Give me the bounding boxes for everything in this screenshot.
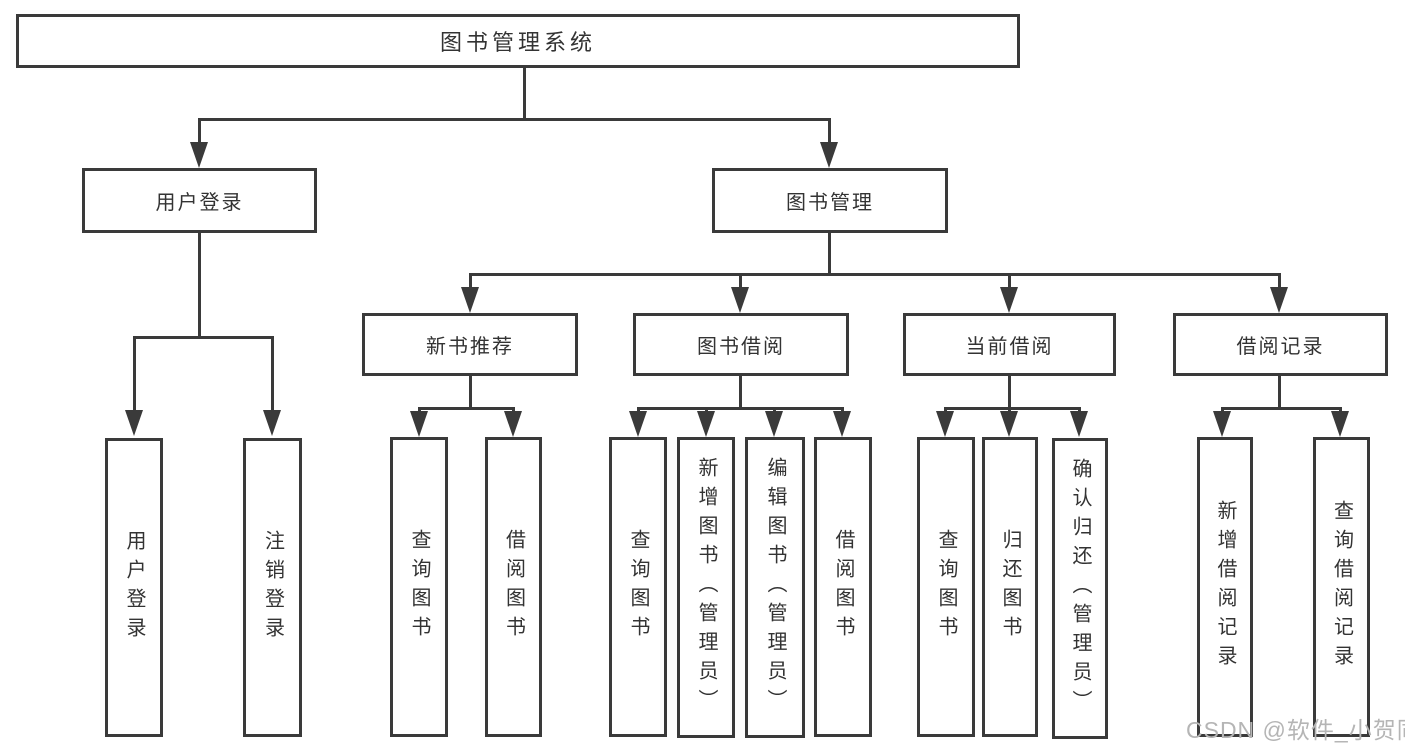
node-rec-query-books: 查询图书 xyxy=(390,437,448,737)
connector-line xyxy=(944,407,1081,410)
csdn-watermark: CSDN @软件_小贺同学 xyxy=(1186,717,1405,743)
node-login: 用户登录 xyxy=(105,438,163,737)
node-borrow-edit-books-admin: 编辑图书（管理员） xyxy=(745,437,805,738)
node-cur-confirm-return-admin: 确认归还（管理员） xyxy=(1052,438,1108,739)
node-logout: 注销登录 xyxy=(243,438,302,737)
connector-line xyxy=(1278,273,1281,289)
arrow-down-icon xyxy=(833,411,851,437)
node-rec-borrow-books: 借阅图书 xyxy=(485,437,542,737)
node-new-book-recommend: 新书推荐 xyxy=(362,313,578,376)
connector-line xyxy=(1278,376,1281,407)
connector-line xyxy=(133,336,136,412)
arrow-down-icon xyxy=(1070,411,1088,437)
connector-line xyxy=(739,273,742,289)
arrow-down-icon xyxy=(125,410,143,436)
connector-line xyxy=(1008,376,1011,407)
arrow-down-icon xyxy=(820,142,838,168)
arrow-down-icon xyxy=(263,410,281,436)
arrow-down-icon xyxy=(697,411,715,437)
node-book-management: 图书管理 xyxy=(712,168,948,233)
connector-line xyxy=(198,118,201,146)
connector-line xyxy=(637,407,844,410)
connector-line xyxy=(469,376,472,407)
arrow-down-icon xyxy=(1270,287,1288,313)
connector-line xyxy=(523,68,526,118)
arrow-down-icon xyxy=(504,411,522,437)
node-current-borrowing: 当前借阅 xyxy=(903,313,1116,376)
connector-line xyxy=(1008,273,1011,289)
connector-line xyxy=(828,118,831,146)
arrow-down-icon xyxy=(461,287,479,313)
connector-line xyxy=(198,233,201,336)
arrow-down-icon xyxy=(1213,411,1231,437)
node-borrow-query-books: 查询图书 xyxy=(609,437,667,737)
arrow-down-icon xyxy=(765,411,783,437)
node-records-add-record: 新增借阅记录 xyxy=(1197,437,1253,737)
node-borrow-add-books-admin: 新增图书（管理员） xyxy=(677,437,735,738)
arrow-down-icon xyxy=(1000,287,1018,313)
node-cur-return-books: 归还图书 xyxy=(982,437,1038,737)
arrow-down-icon xyxy=(731,287,749,313)
arrow-down-icon xyxy=(1000,411,1018,437)
node-records-query-record: 查询借阅记录 xyxy=(1313,437,1370,737)
arrow-down-icon xyxy=(936,411,954,437)
connector-line xyxy=(1221,407,1342,410)
node-book-borrowing: 图书借阅 xyxy=(633,313,849,376)
arrow-down-icon xyxy=(190,142,208,168)
node-user-login: 用户登录 xyxy=(82,168,317,233)
node-cur-query-books: 查询图书 xyxy=(917,437,975,737)
connector-line xyxy=(271,336,274,412)
arrow-down-icon xyxy=(410,411,428,437)
connector-line xyxy=(198,118,831,121)
arrow-down-icon xyxy=(629,411,647,437)
connector-line xyxy=(739,376,742,407)
connector-line xyxy=(418,407,515,410)
node-library-system: 图书管理系统 xyxy=(16,14,1020,68)
connector-line xyxy=(469,273,1281,276)
connector-line xyxy=(133,336,274,339)
node-borrowing-records: 借阅记录 xyxy=(1173,313,1388,376)
arrow-down-icon xyxy=(1331,411,1349,437)
connector-line xyxy=(828,233,831,273)
connector-line xyxy=(469,273,472,289)
node-borrow-borrow-books: 借阅图书 xyxy=(814,437,872,737)
